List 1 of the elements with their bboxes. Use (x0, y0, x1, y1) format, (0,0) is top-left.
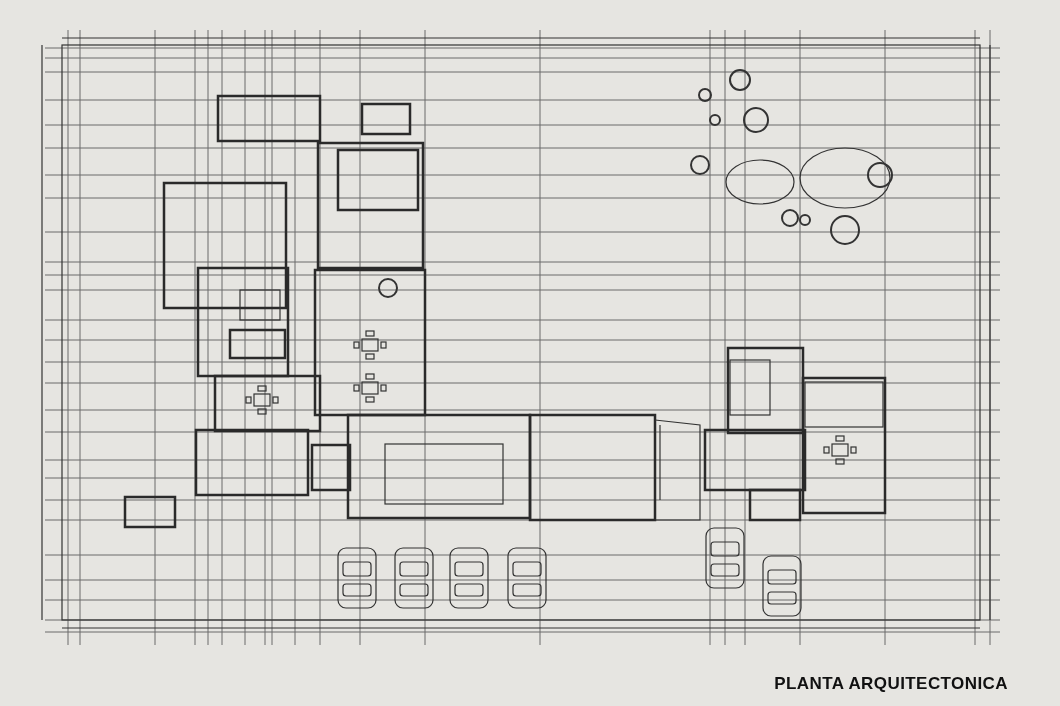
drawing-title: PLANTA ARQUITECTONICA (774, 672, 1008, 695)
